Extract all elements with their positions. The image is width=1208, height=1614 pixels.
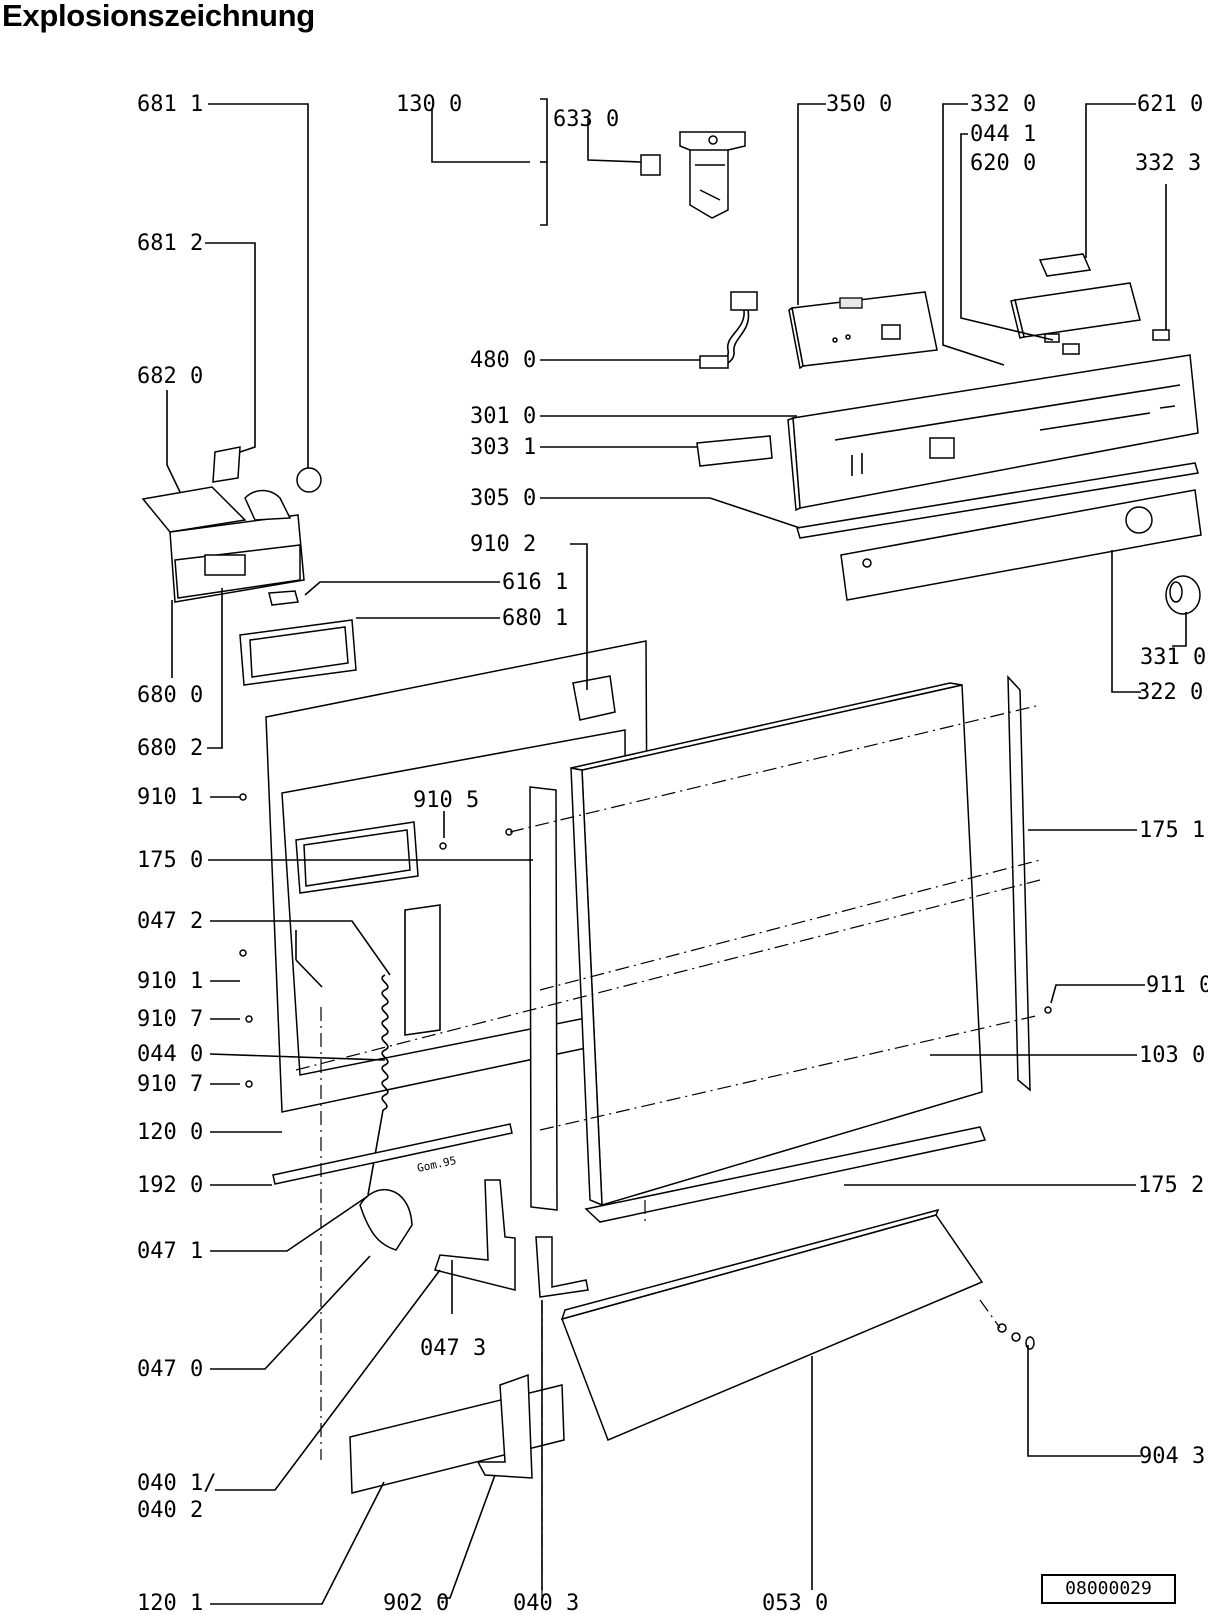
part-label: 680 0 (137, 683, 203, 708)
page-title: Explosionszeichnung (2, 0, 315, 33)
lower-panel-part (349, 1373, 565, 1494)
corner-bracket-part (535, 1236, 589, 1298)
part-label: 910 1 (137, 785, 203, 810)
bottom-strip-part (584, 1126, 987, 1223)
part-label: 305 0 (470, 486, 536, 511)
rail-part (272, 1123, 513, 1185)
part-label: 680 1 (502, 606, 568, 631)
part-label: 044 0 (137, 1042, 203, 1067)
hinge-bracket-lower-part (434, 1179, 516, 1291)
hinge-bracket-part (640, 131, 746, 219)
document-number: 08000029 (1041, 1574, 1176, 1604)
part-label: 047 0 (137, 1357, 203, 1382)
panel-face-part (840, 489, 1202, 601)
part-label: 175 0 (137, 848, 203, 873)
cable-harness-part (699, 291, 758, 369)
trim-strip-part (796, 462, 1199, 539)
electronics-module-part (1010, 253, 1170, 355)
part-labels: 681 1 130 0 633 0 350 0 332 0 621 0 044 … (137, 92, 1208, 1614)
part-label: 680 2 (137, 736, 203, 761)
part-label: 332 0 (970, 92, 1036, 117)
side-strip-left-part (529, 786, 558, 1211)
part-label: 681 2 (137, 231, 203, 256)
part-label: 681 1 (137, 92, 203, 117)
part-label: 040 1/ (137, 1471, 216, 1496)
dispenser-assembly-part (141, 446, 322, 606)
part-label: 633 0 (553, 107, 619, 132)
control-board-part (788, 291, 938, 370)
hinge-arc-part (359, 1189, 413, 1251)
part-label: 910 5 (413, 788, 479, 813)
part-label: 175 2 (1138, 1173, 1204, 1198)
side-strip-right-part (1007, 675, 1031, 1092)
outer-door-part (570, 682, 983, 1207)
part-label: 103 0 (1139, 1043, 1205, 1068)
part-label: 902 0 (383, 1591, 449, 1614)
gasket-part (239, 619, 357, 686)
handle-part (696, 435, 773, 467)
leader-lines (166, 103, 1187, 1605)
part-label: 682 0 (137, 364, 203, 389)
group-bracket (540, 98, 548, 226)
part-label: 040 2 (137, 1498, 203, 1523)
part-label: 120 0 (137, 1120, 203, 1145)
kick-plate-part (560, 1208, 984, 1441)
part-label: 192 0 (137, 1173, 203, 1198)
part-label: 616 1 (502, 570, 568, 595)
part-label: 331 0 (1140, 645, 1206, 670)
part-label: 040 3 (513, 1591, 579, 1614)
part-label: 620 0 (970, 151, 1036, 176)
part-label: 303 1 (470, 435, 536, 460)
part-label: 480 0 (470, 348, 536, 373)
part-label: 904 3 (1139, 1444, 1205, 1469)
part-label: 053 0 (762, 1591, 828, 1614)
part-label: 047 3 (420, 1336, 486, 1361)
control-panel-part (787, 354, 1199, 512)
part-label: 350 0 (826, 92, 892, 117)
part-label: 910 1 (137, 969, 203, 994)
part-label: 911 0 (1146, 973, 1208, 998)
part-label: 301 0 (470, 404, 536, 429)
part-label: 910 7 (137, 1072, 203, 1097)
part-label: 047 1 (137, 1239, 203, 1264)
knob-part (1165, 575, 1201, 615)
door-stamp: Gom.95 (416, 1154, 458, 1175)
part-label: 322 0 (1137, 680, 1203, 705)
part-label: 130 0 (396, 92, 462, 117)
part-label: 910 2 (470, 532, 536, 557)
part-label: 332 3 (1135, 151, 1201, 176)
part-label: 910 7 (137, 1007, 203, 1032)
part-label: 175 1 (1139, 818, 1205, 843)
part-label: 047 2 (137, 909, 203, 934)
part-label: 044 1 (970, 122, 1036, 147)
part-label: 120 1 (137, 1591, 203, 1614)
screw-set-part (239, 793, 1052, 1088)
part-label: 621 0 (1137, 92, 1203, 117)
